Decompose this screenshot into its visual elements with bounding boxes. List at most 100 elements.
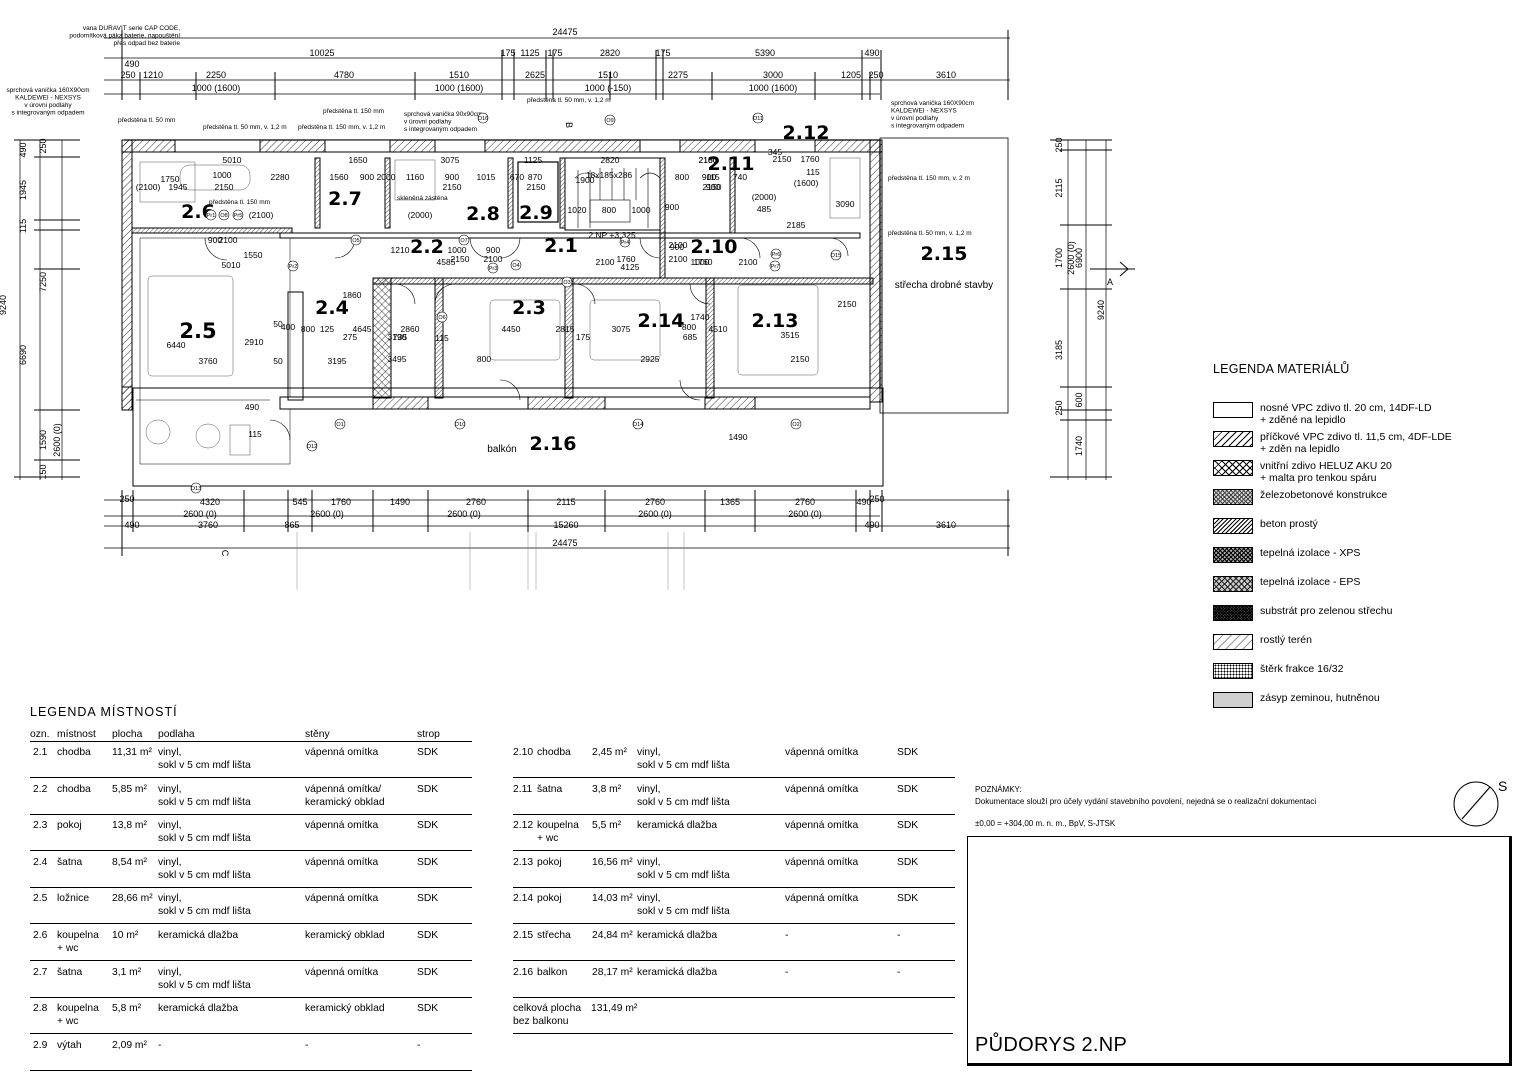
room-legend-id: 2.16 (513, 966, 534, 978)
dim-right-3: 2600 (0) (1066, 241, 1076, 275)
inner-dimension: 4450 (502, 324, 521, 334)
legend-material-item: beton prostý (1213, 518, 1513, 547)
room-legend-walls: vápenná omítka (305, 966, 379, 978)
room-legend-floor: vinyl, sokl v 5 cm mdf lišta (637, 783, 730, 808)
inner-dimension: 2100 (219, 235, 238, 245)
header-room: místnost (57, 729, 96, 740)
tag-label: O5 (352, 238, 359, 244)
material-swatch (1213, 576, 1253, 592)
inner-dimension: 275 (343, 332, 357, 342)
inner-dimension: 2000 (377, 172, 396, 182)
room-legend-area: 2,45 m² (592, 747, 627, 758)
room-legend-walls: - (305, 1039, 309, 1051)
dim-bot-r1-2: 545 (292, 497, 307, 507)
dimensions-bottom (104, 490, 1010, 590)
room-legend-walls: - (785, 966, 789, 978)
dim-left-2: 1945 (18, 180, 28, 200)
dim-left-1: 250 (38, 138, 48, 153)
section-a: A (1107, 277, 1113, 287)
inner-dimension: 3195 (328, 356, 347, 366)
room-legend-ceiling: SDK (897, 783, 919, 795)
room-2-5: 2.5 (179, 319, 216, 343)
room-2-2: 2.2 (410, 236, 444, 258)
inner-dimension: 3515 (781, 330, 800, 340)
room-legend-walls: vápenná omítka (785, 856, 859, 868)
inner-dimension: 800 (602, 205, 616, 215)
dim-bot-r1-6: 2115 (556, 497, 575, 507)
room-legend-id: 2.7 (33, 966, 48, 978)
inner-dimension: 4125 (621, 262, 640, 272)
inner-dimension: 115 (806, 167, 820, 177)
dim-top-r1-3: 175 (547, 48, 562, 58)
inner-dimension: 2185 (787, 220, 806, 230)
note-wall-150: předstěna tl. 150 mm (323, 108, 384, 115)
inner-dimension: 2815 (556, 324, 575, 334)
tag-bubble (334, 418, 346, 430)
dim-top-r2-4: 4780 (334, 70, 354, 80)
note-wall-50-left: předstěna tl. 50 mm (118, 117, 175, 124)
tag-label: Pr1 (207, 213, 216, 219)
inner-dimension: 125 (320, 324, 334, 334)
tag-bubble (232, 209, 244, 221)
room-legend-area: 3,8 m² (592, 783, 622, 795)
header-floor: podlaha (158, 729, 195, 740)
tag-bubble (350, 234, 362, 246)
room-legend-room: střecha (537, 930, 571, 941)
tag-label: O11 (753, 116, 763, 122)
material-swatch (1213, 518, 1253, 534)
inner-dimension: 1125 (524, 155, 543, 165)
inner-dimension: 2860 (401, 324, 420, 334)
dim-top-r2-5: 1510 (449, 70, 469, 80)
tag-bubble (619, 236, 631, 248)
dim-right-6: 3185 (1054, 340, 1064, 360)
inner-dimension: 2910 (245, 337, 264, 347)
inner-dimension: 3075 (441, 155, 460, 165)
dim-top-r2-2: 1210 (143, 70, 163, 80)
room-2-14: 2.14 (638, 310, 685, 332)
dim-bot-r2-1: 2600 (0) (310, 509, 344, 519)
dim-bot-r1-9: 2760 (795, 497, 815, 507)
legend-material-item: nosné VPC zdivo tl. 20 cm, 14DF-LD + zdě… (1213, 402, 1513, 431)
inner-dimension: 800 (301, 324, 315, 334)
inner-dimension: 1490 (729, 432, 748, 442)
inner-dimension: 345 (768, 147, 782, 157)
material-swatch (1213, 402, 1253, 418)
inner-dimension: 1020 (568, 205, 587, 215)
dim-top-r2-3: 2250 (206, 70, 226, 80)
legend-material-item: tepelná izolace - EPS (1213, 576, 1513, 605)
inner-dimension: 400 (281, 322, 295, 332)
room-legend-ceiling: - (897, 930, 901, 941)
tag-bubble (218, 209, 230, 221)
inner-dimension: 2100 (669, 254, 688, 264)
tag-label: Pr4 (621, 240, 630, 246)
inner-dimension: 175 (576, 332, 590, 342)
header-ceiling: strop (417, 729, 440, 740)
room-legend-ceiling: - (417, 1039, 421, 1051)
tag-bubble (830, 249, 842, 261)
dimensions-left (14, 139, 80, 480)
inner-dimension: 1945 (169, 182, 188, 192)
inner-dimension: 900 (670, 242, 684, 252)
legend-material-item: železobetonové konstrukce (1213, 489, 1513, 518)
dim-top-r3-0: 1000 (1600) (192, 83, 241, 93)
inner-dimension: 740 (733, 172, 747, 182)
inner-dimension: 2280 (271, 172, 290, 182)
dimension-labels: 24475 10025 175 1125 175 2820 175 5390 4… (119, 27, 956, 548)
inner-dimension: 4645 (353, 324, 372, 334)
material-label: rostlý terén (1260, 634, 1312, 646)
room-legend-area: 3,1 m² (112, 966, 142, 978)
inner-dimension: 1000 (691, 257, 710, 267)
room-legend-floor: vinyl, sokl v 5 cm mdf lišta (637, 893, 730, 918)
room-legend-floor: keramická dlažba (637, 930, 718, 941)
dimension-labels-vertical: 490 250 1945 115 7250 9240 6690 1590 260… (0, 137, 1106, 479)
room-legend-floor: vinyl, sokl v 5 cm mdf lišta (158, 856, 251, 881)
dim-left-5: 9240 (0, 295, 8, 315)
